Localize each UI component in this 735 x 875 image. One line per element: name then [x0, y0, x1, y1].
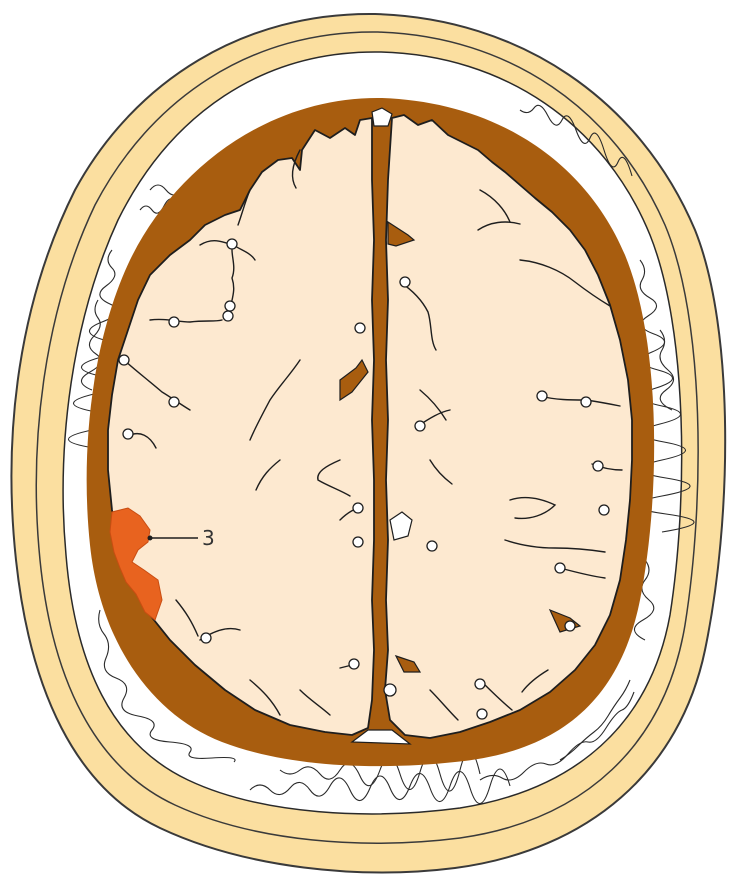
annotation-dot	[148, 536, 153, 541]
annotation-label: 3	[202, 526, 215, 550]
